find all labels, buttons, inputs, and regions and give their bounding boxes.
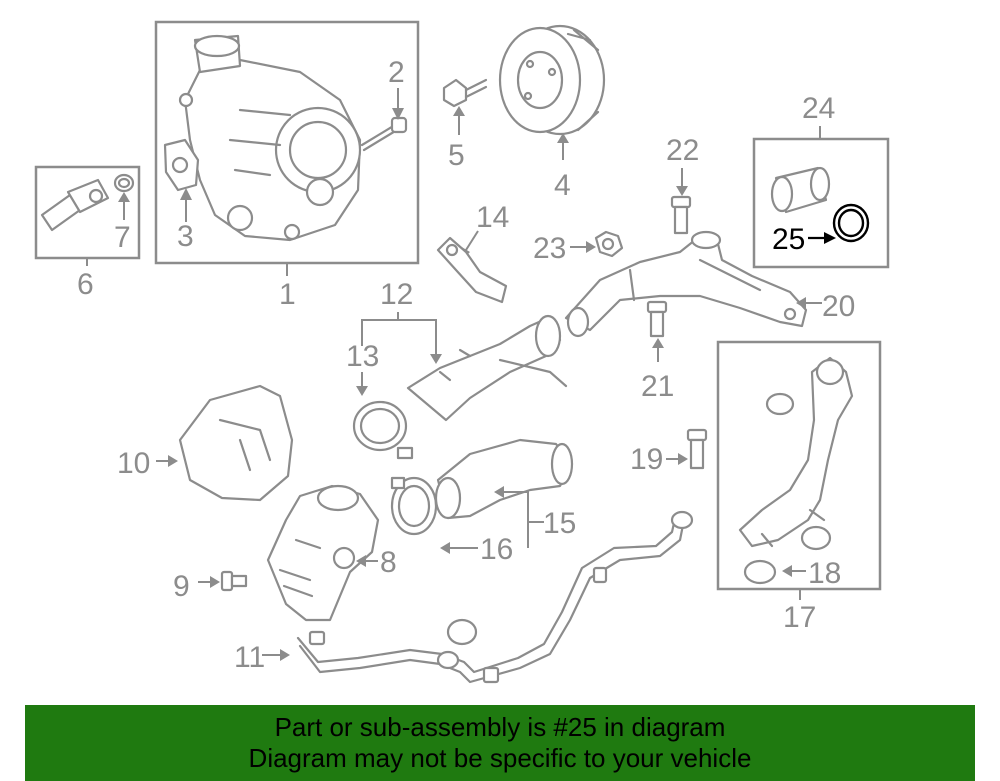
callout-7: 7	[114, 221, 131, 254]
callout-4: 4	[554, 169, 571, 202]
temperature-sensor-part[interactable]	[40, 178, 110, 232]
o-ring-part-25[interactable]	[832, 203, 870, 243]
callout-24: 24	[802, 92, 835, 125]
banner-line-2: Diagram may not be specific to your vehi…	[248, 743, 752, 773]
bolt-part-22[interactable]	[670, 195, 692, 235]
gasket-part[interactable]	[163, 138, 200, 192]
o-ring-part-18[interactable]	[743, 559, 777, 585]
thermostat-housing-part-8[interactable]	[266, 484, 380, 622]
coolant-hose-part-12[interactable]	[406, 314, 568, 422]
callout-13: 13	[346, 340, 379, 373]
callout-15: 15	[543, 507, 576, 540]
connector-fitting-part[interactable]	[770, 166, 831, 214]
callout-8: 8	[380, 546, 397, 579]
callout-10: 10	[117, 447, 150, 480]
coolant-pipe-part-20[interactable]	[564, 230, 808, 338]
callout-2: 2	[388, 56, 405, 89]
heat-shield-part-10[interactable]	[178, 384, 294, 502]
coolant-tube-part-17[interactable]	[738, 356, 854, 548]
callout-25: 25	[772, 223, 805, 256]
callout-5: 5	[448, 139, 465, 172]
callout-21: 21	[641, 370, 674, 403]
callout-9: 9	[173, 570, 190, 603]
hose-clamp-part-16[interactable]	[390, 476, 438, 536]
callout-6: 6	[77, 268, 94, 301]
callout-20: 20	[822, 290, 855, 323]
bolt-part-9[interactable]	[220, 570, 248, 592]
callout-17: 17	[783, 601, 816, 634]
water-pump-housing-part[interactable]	[178, 34, 362, 242]
callout-19: 19	[630, 443, 663, 476]
o-ring-part-7[interactable]	[113, 173, 135, 193]
o-ring-part-lower[interactable]	[800, 525, 832, 551]
assembly-box-17	[716, 340, 882, 591]
bolt-part-19[interactable]	[686, 428, 708, 470]
bolt-part-5[interactable]	[442, 78, 488, 108]
banner-line-1: Part or sub-assembly is #25 in diagram	[274, 712, 726, 742]
bracket-part-14[interactable]	[436, 236, 508, 304]
bolt-part-2[interactable]	[360, 116, 408, 152]
nut-part-23[interactable]	[594, 230, 624, 258]
o-ring-part-upper[interactable]	[765, 392, 795, 416]
pulley-part[interactable]	[498, 24, 606, 136]
hose-clamp-part-13[interactable]	[352, 400, 414, 460]
callout-16: 16	[480, 533, 513, 566]
info-banner: Part or sub-assembly is #25 in diagram D…	[25, 705, 975, 781]
callout-11: 11	[234, 641, 265, 674]
callout-12: 12	[380, 278, 413, 311]
callout-18: 18	[808, 557, 841, 590]
callout-3: 3	[177, 220, 194, 253]
callout-22: 22	[666, 134, 699, 167]
coolant-line-part-11[interactable]	[296, 510, 694, 684]
assembly-box-24	[752, 137, 890, 269]
callout-23: 23	[533, 232, 566, 265]
callout-14: 14	[476, 201, 509, 234]
coolant-hose-part-15[interactable]	[434, 438, 574, 520]
callout-1: 1	[279, 278, 296, 311]
bolt-part-21[interactable]	[646, 300, 668, 338]
